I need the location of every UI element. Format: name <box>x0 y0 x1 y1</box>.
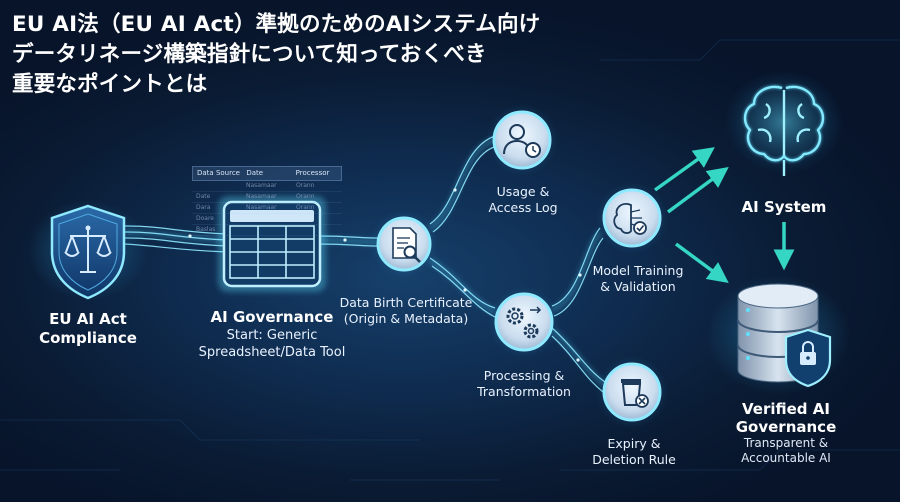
usage-line-2: Access Log <box>488 200 558 215</box>
verified-line-3: Transparent & <box>743 436 829 450</box>
user-clock-icon <box>486 104 558 176</box>
processing-line-1: Processing & <box>483 368 565 383</box>
brain-icon <box>724 70 844 176</box>
arrow-to-ai-system <box>653 147 715 192</box>
mini-col-data-source: Data Source <box>197 169 240 177</box>
usage-line-1: Usage & <box>496 184 550 199</box>
spreadsheet-icon <box>218 196 326 292</box>
node-circles <box>370 104 668 428</box>
mini-table-row: Baslas <box>192 225 342 236</box>
verified-line-1: Verified AI <box>742 400 830 418</box>
mini-col-date: Date <box>246 169 264 177</box>
mini-cell: Nasamaar <box>246 193 277 200</box>
mini-cell: Orann <box>296 204 315 211</box>
compliance-line-2: Compliance <box>39 329 137 347</box>
mini-table-row: Nasamaar Orann <box>192 181 342 192</box>
training-line-2: & Validation <box>600 279 676 294</box>
processing-line-2: Transformation <box>477 384 571 399</box>
output-arrows <box>653 147 795 283</box>
usage-log-label: Usage & Access Log <box>470 184 576 216</box>
expiry-line-1: Expiry & <box>607 436 661 451</box>
governance-line-1: Start: Generic <box>226 328 318 343</box>
title-line-1: EU AI法（EU AI Act）準拠のためのAIシステム向け <box>12 12 541 37</box>
mini-cell: Orann <box>296 182 315 189</box>
mini-table-header: Data Source Date Processor <box>192 166 342 181</box>
mini-cell <box>192 181 242 191</box>
database-lock-icon <box>706 275 850 395</box>
mini-cell: Nasamaar <box>246 182 277 189</box>
document-search-icon <box>370 210 438 278</box>
shield-scales-icon <box>28 200 148 300</box>
mini-col-processor: Processor <box>295 169 330 177</box>
governance-label: AI Governance Start: Generic Spreadsheet… <box>192 308 352 361</box>
training-line-1: Model Training <box>592 263 684 278</box>
ai-system-label: AI System <box>741 198 827 216</box>
compliance-label: EU AI Act Compliance <box>28 310 148 348</box>
mini-cell: Orann <box>296 193 315 200</box>
training-label: Model Training & Validation <box>582 263 694 295</box>
arrow-to-governance <box>674 242 729 283</box>
background-grid <box>0 39 900 481</box>
title-line-3: 重要なポイントとは <box>12 72 208 97</box>
birth-line-2: (Origin & Metadata) <box>343 311 469 326</box>
compliance-line-1: EU AI Act <box>49 310 127 328</box>
verified-governance-label: Verified AI Governance Transparent & Acc… <box>718 400 854 466</box>
mini-cell <box>292 225 342 235</box>
mini-cell: Dara <box>196 204 211 211</box>
verified-line-2: Governance <box>735 418 837 436</box>
mini-cell <box>242 214 292 224</box>
brain-check-icon <box>596 182 668 254</box>
mini-cell: Date <box>196 193 211 200</box>
gears-icon <box>488 286 560 358</box>
expiry-label: Expiry & Deletion Rule <box>584 436 684 468</box>
verified-line-4: Accountable AI <box>741 451 831 465</box>
governance-title: AI Governance <box>210 308 334 326</box>
mini-table-row: Date Nasamaar Orann <box>192 192 342 203</box>
mini-table-row: Doare <box>192 214 342 225</box>
mini-cell: Baslas <box>196 226 216 233</box>
mini-table-row: Dara Nasamaar Orann <box>192 203 342 214</box>
birth-line-1: Data Birth Certificate <box>339 295 473 310</box>
mini-cell <box>242 225 292 235</box>
trash-x-icon <box>596 356 668 428</box>
processing-label: Processing & Transformation <box>468 368 580 400</box>
page-title: EU AI法（EU AI Act）準拠のためのAIシステム向け データリネージ構… <box>12 10 612 100</box>
mini-cell: Doare <box>196 215 214 222</box>
arrow-to-ai-system-2 <box>666 167 729 214</box>
governance-line-2: Spreadsheet/Data Tool <box>198 345 346 360</box>
expiry-line-2: Deletion Rule <box>592 452 676 467</box>
mini-cell <box>292 214 342 224</box>
title-line-2: データリネージ構築指針について知っておくべき <box>12 42 487 67</box>
mini-cell: Nasamaar <box>246 204 277 211</box>
birth-certificate-label: Data Birth Certificate (Origin & Metadat… <box>336 295 476 327</box>
